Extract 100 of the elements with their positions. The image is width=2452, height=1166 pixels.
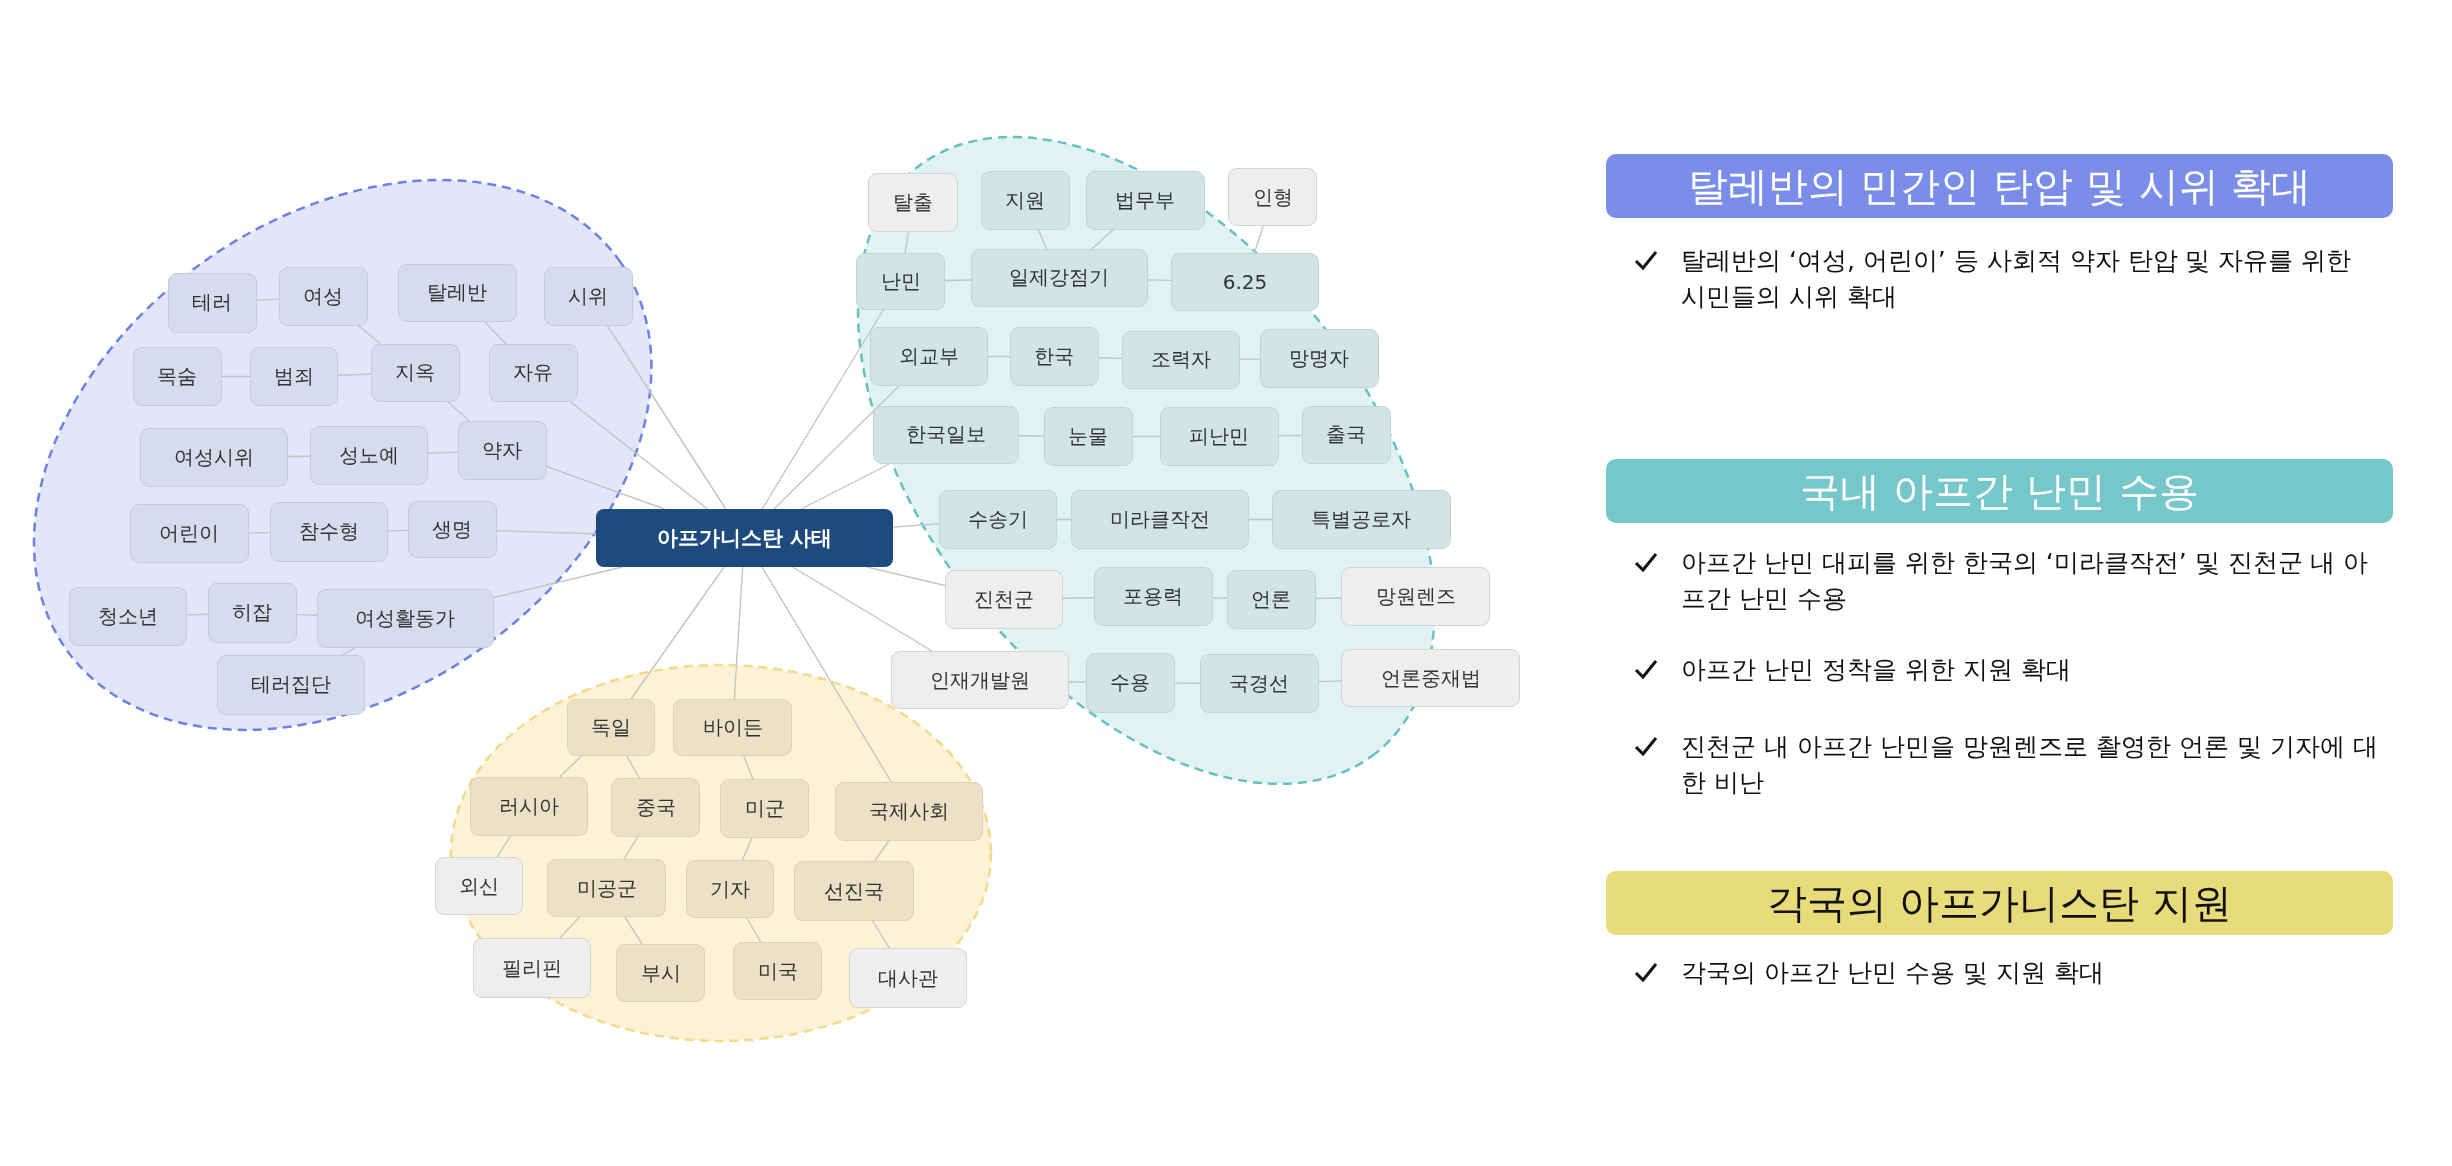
keyword-tag: 성노예 xyxy=(310,426,428,485)
connector-line xyxy=(904,231,910,254)
connector-line xyxy=(256,298,280,302)
connector-line xyxy=(746,917,762,943)
connector-line xyxy=(358,325,382,345)
keyword-tag: 포용력 xyxy=(1094,567,1213,626)
connector-line xyxy=(484,321,507,345)
connector-line xyxy=(1098,357,1123,360)
connector-line xyxy=(546,465,665,510)
keyword-tag: 독일 xyxy=(567,699,655,756)
keyword-tag: 눈물 xyxy=(1044,407,1133,466)
keyword-tag: 시위 xyxy=(544,267,633,326)
connector-line xyxy=(800,463,890,510)
keyword-tag: 약자 xyxy=(458,421,547,480)
keyword-tag: 필리핀 xyxy=(473,938,591,998)
keyword-tag: 법무부 xyxy=(1086,171,1205,230)
connector-line xyxy=(186,613,209,616)
section-heading: 탈레반의 민간인 탄압 및 시위 확대 xyxy=(1606,154,2393,218)
keyword-tag: 피난민 xyxy=(1160,407,1279,466)
connector-line xyxy=(1091,229,1114,250)
keyword-tag: 조력자 xyxy=(1122,331,1240,389)
bullet-text: 진천군 내 아프간 난민을 망원렌즈로 촬영한 언론 및 기자에 대한 비난 xyxy=(1681,731,2379,799)
keyword-tag: 대사관 xyxy=(849,948,967,1008)
connector-line xyxy=(1315,597,1342,600)
connector-line xyxy=(892,523,940,528)
keyword-tag: 생명 xyxy=(408,501,497,558)
connector-line xyxy=(1147,279,1172,282)
connector-line xyxy=(221,375,251,378)
keyword-tag: 언론 xyxy=(1227,570,1316,629)
keyword-tag: 지옥 xyxy=(371,344,460,402)
connector-line xyxy=(1062,597,1095,600)
connector-line xyxy=(493,566,624,599)
keyword-tag: 국경선 xyxy=(1200,654,1319,713)
keyword-tag: 지원 xyxy=(981,171,1070,230)
connector-line xyxy=(1239,358,1261,361)
connector-line xyxy=(427,451,459,454)
bullet-text: 각국의 아프간 난민 수용 및 지원 확대 xyxy=(1681,957,2105,989)
keyword-tag: 자유 xyxy=(489,344,578,402)
connector-line xyxy=(733,566,744,700)
keyword-tag: 특별공로자 xyxy=(1272,490,1451,549)
keyword-tag: 6.25 xyxy=(1171,253,1319,311)
connector-line xyxy=(773,385,900,510)
connector-line xyxy=(1174,682,1201,684)
keyword-tag: 망원렌즈 xyxy=(1341,567,1490,626)
topic-node: 아프가니스탄 사태 xyxy=(596,509,893,567)
connector-line xyxy=(866,566,946,587)
connector-line xyxy=(1132,435,1161,438)
bullet-text: 탈레반의 ‘여성, 어린이’ 등 사회적 약자 탄압 및 자유를 위한 시민들의 시위 확대 xyxy=(1681,245,2353,313)
connector-line xyxy=(496,835,512,858)
connector-line xyxy=(623,836,639,860)
connector-line xyxy=(1018,435,1045,437)
keyword-tag: 외신 xyxy=(435,857,523,915)
keyword-tag: 국제사회 xyxy=(835,782,983,841)
connector-line xyxy=(791,566,933,652)
keyword-tag: 부시 xyxy=(616,944,705,1002)
keyword-tag: 여성시위 xyxy=(140,428,288,487)
keyword-tag: 미라클작전 xyxy=(1071,490,1249,549)
connector-line xyxy=(558,755,583,778)
connector-line xyxy=(496,530,597,535)
keyword-tag: 망명자 xyxy=(1260,329,1379,388)
connector-line xyxy=(341,647,356,656)
connector-line xyxy=(1278,434,1303,437)
keyword-tag: 언론중재법 xyxy=(1341,649,1520,707)
connector-line xyxy=(630,566,725,700)
keyword-tag: 인재개발원 xyxy=(891,651,1069,709)
keyword-tag: 수용 xyxy=(1086,653,1175,713)
keyword-tag: 수송기 xyxy=(939,490,1057,549)
keyword-tag: 한국일보 xyxy=(873,406,1019,464)
keyword-tag: 바이든 xyxy=(673,699,792,756)
keyword-tag: 한국 xyxy=(1010,327,1099,386)
connector-line xyxy=(761,566,892,783)
connector-line xyxy=(248,531,271,534)
keyword-tag: 선진국 xyxy=(794,861,914,921)
keyword-tag: 미공군 xyxy=(547,859,666,917)
keyword-tag: 중국 xyxy=(611,778,700,837)
keyword-tag: 참수형 xyxy=(270,502,388,562)
connector-line xyxy=(871,920,891,949)
keyword-tag: 목숨 xyxy=(133,347,222,406)
keyword-tag: 어린이 xyxy=(130,504,249,563)
keyword-tag: 미국 xyxy=(733,942,822,1000)
keyword-tag: 진천군 xyxy=(945,570,1063,629)
section-heading: 각국의 아프가니스탄 지원 xyxy=(1606,871,2393,935)
connector-line xyxy=(741,837,753,861)
connector-line xyxy=(1056,518,1072,521)
connector-line xyxy=(296,613,318,617)
connector-line xyxy=(1253,225,1264,254)
connector-line xyxy=(569,401,709,510)
keyword-tag: 미군 xyxy=(720,779,809,838)
connector-line xyxy=(1068,681,1087,683)
connector-line xyxy=(626,755,640,779)
connector-line xyxy=(559,916,581,939)
keyword-tag: 청소년 xyxy=(69,587,187,646)
keyword-tag: 탈출 xyxy=(868,173,958,232)
keyword-tag: 여성 xyxy=(279,267,368,326)
connector-line xyxy=(1248,518,1273,521)
connector-line xyxy=(624,916,643,945)
keyword-tag: 난민 xyxy=(856,253,945,310)
keyword-tag: 기자 xyxy=(686,860,774,918)
connector-line xyxy=(337,373,372,376)
connector-line xyxy=(1318,680,1342,683)
